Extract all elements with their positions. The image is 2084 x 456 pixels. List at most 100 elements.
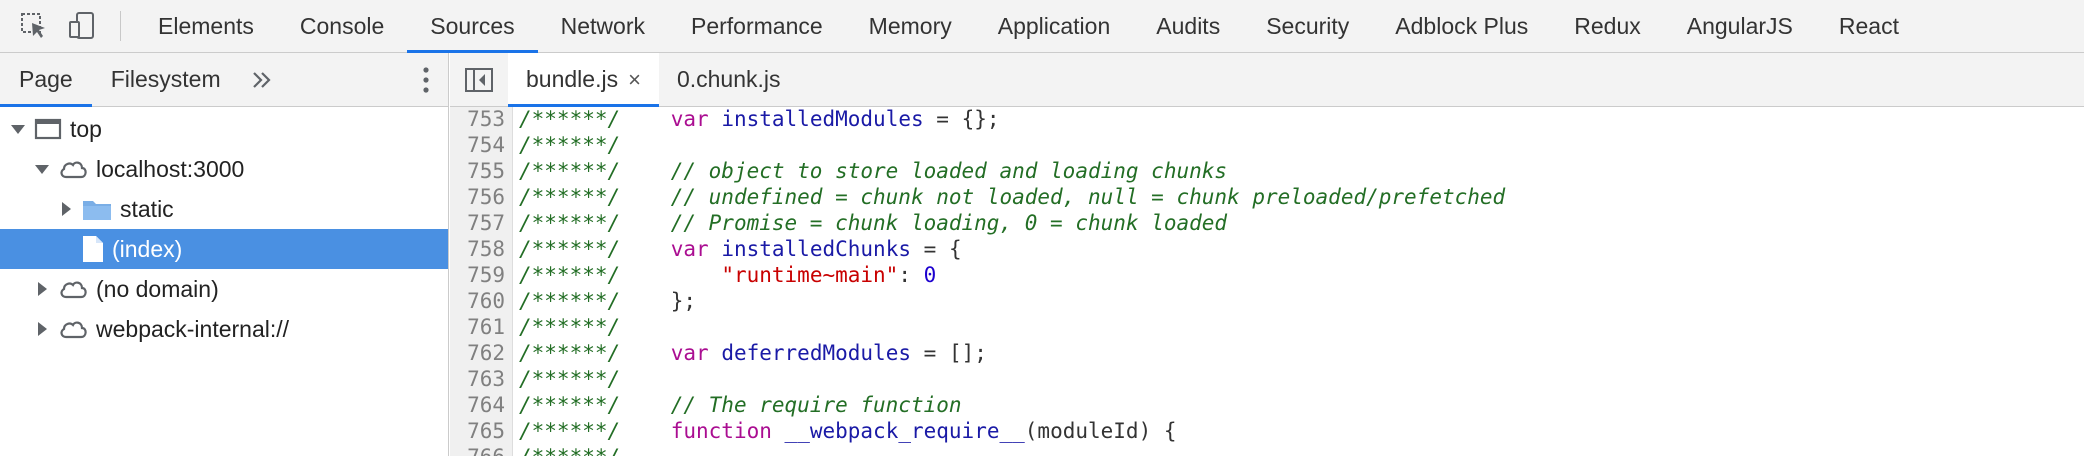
line-number[interactable]: 758 <box>467 237 505 261</box>
tree-item-label: static <box>120 195 174 222</box>
code-text: // The require function <box>670 393 962 417</box>
code-prefix-comment: /******/ <box>519 393 621 417</box>
code-line: 764 /******/ // The require function <box>450 392 962 418</box>
tree-item-webpack-internal[interactable]: webpack-internal:// <box>0 309 448 349</box>
tab-sources[interactable]: Sources <box>407 0 539 53</box>
code-prefix-comment: /******/ <box>519 211 621 235</box>
tab-angularjs[interactable]: AngularJS <box>1686 12 1793 39</box>
tree-item-label: localhost:3000 <box>96 155 245 182</box>
tab-0-chunk-js[interactable]: 0.chunk.js <box>658 53 799 106</box>
code-prefix-comment: /******/ <box>519 315 621 339</box>
frame-icon <box>34 117 62 141</box>
tree-item-no-domain[interactable]: (no domain) <box>0 269 448 309</box>
tab-security[interactable]: Security <box>1266 12 1350 39</box>
tree-item-label: (index) <box>112 235 183 262</box>
cloud-icon <box>58 158 88 180</box>
code-line: 766/******/ <box>450 444 620 456</box>
tree-item-top[interactable]: top <box>0 109 448 149</box>
line-number[interactable]: 753 <box>467 107 505 131</box>
line-number[interactable]: 759 <box>467 263 505 287</box>
line-number[interactable]: 765 <box>467 419 505 443</box>
line-number[interactable]: 754 <box>467 133 505 157</box>
expanded-arrow-icon[interactable] <box>10 121 26 137</box>
code-text: var installedChunks = { <box>670 237 962 261</box>
code-line: 756 /******/ // undefined = chunk not loa… <box>450 184 1505 210</box>
code-text: function __webpack_require__(moduleId) { <box>670 419 1177 443</box>
cloud-icon <box>58 278 88 300</box>
inspect-element-icon[interactable] <box>10 0 58 52</box>
line-number[interactable]: 764 <box>467 393 505 417</box>
code-text: "runtime~main": 0 <box>721 263 937 287</box>
sources-navigator: Page Filesystem top <box>0 53 449 456</box>
code-line: 760/******/ }; <box>450 288 696 314</box>
folder-icon <box>82 197 112 221</box>
tab-page[interactable]: Page <box>0 53 92 107</box>
code-line: 759 /******/ "runtime~main": 0 <box>450 262 936 288</box>
tree-item-index[interactable]: (index) <box>0 229 448 269</box>
code-line: 761 /******/ <box>450 314 620 340</box>
more-tabs-icon[interactable] <box>240 53 284 106</box>
tree-item-localhost[interactable]: localhost:3000 <box>0 149 448 189</box>
code-prefix-comment: /******/ <box>519 419 621 443</box>
code-line: 755/******/ // object to store loaded an… <box>450 158 1227 184</box>
code-text: var installedModules = {}; <box>670 107 1000 131</box>
tab-react[interactable]: React <box>1838 12 1899 39</box>
code-text: // Promise = chunk loading, 0 = chunk lo… <box>670 211 1228 235</box>
code-prefix-comment: /******/ <box>519 263 621 287</box>
tree-item-label: top <box>70 115 102 142</box>
line-number[interactable]: 763 <box>467 367 505 391</box>
tab-audits[interactable]: Audits <box>1156 12 1221 39</box>
tab-label: bundle.js <box>526 66 619 92</box>
close-icon[interactable]: × <box>628 66 641 92</box>
line-number[interactable]: 760 <box>467 289 505 313</box>
line-number[interactable]: 766 <box>450 445 507 456</box>
collapsed-arrow-icon[interactable] <box>58 201 74 217</box>
line-number-gutter <box>450 107 513 456</box>
code-line: 753/******/ var installedModules = {}; <box>450 107 1000 132</box>
code-area[interactable]: 753/******/ var installedModules = {};75… <box>450 107 2084 456</box>
line-number[interactable]: 756 <box>467 185 505 209</box>
toggle-navigator-icon[interactable] <box>450 53 508 106</box>
code-line: 763 /******/ <box>450 366 620 392</box>
tree-item-label: (no domain) <box>96 275 219 302</box>
code-prefix-comment: /******/ <box>519 289 621 313</box>
code-prefix-comment: /******/ <box>507 445 620 456</box>
code-prefix-comment: /******/ <box>519 185 621 209</box>
code-text: // object to store loaded and loading ch… <box>670 159 1228 183</box>
code-prefix-comment: /******/ <box>519 133 621 157</box>
code-line: 762/******/ var deferredModules = []; <box>450 340 987 366</box>
navigator-tabs: Page Filesystem <box>0 53 448 107</box>
tab-performance[interactable]: Performance <box>691 12 823 39</box>
tab-redux[interactable]: Redux <box>1574 12 1641 39</box>
device-toolbar-icon[interactable] <box>58 0 106 52</box>
collapsed-arrow-icon[interactable] <box>34 321 50 337</box>
line-number[interactable]: 755 <box>467 159 505 183</box>
line-number[interactable]: 757 <box>467 211 505 235</box>
tab-memory[interactable]: Memory <box>868 12 952 39</box>
line-number[interactable]: 762 <box>467 341 505 365</box>
tab-console[interactable]: Console <box>299 12 385 39</box>
file-icon <box>82 235 104 263</box>
tree-item-static[interactable]: static <box>0 189 448 229</box>
collapsed-arrow-icon[interactable] <box>34 281 50 297</box>
code-prefix-comment: /******/ <box>519 237 621 261</box>
source-editor: bundle.js × 0.chunk.js 753/******/ var i… <box>450 53 2084 456</box>
code-line: 765 /******/ function __webpack_require__… <box>450 418 1177 444</box>
toolbar-divider <box>120 11 121 41</box>
tab-adblock-plus[interactable]: Adblock Plus <box>1395 12 1529 39</box>
code-line: 758 /******/ var installedChunks = { <box>450 236 962 262</box>
tab-filesystem[interactable]: Filesystem <box>110 66 221 92</box>
tab-network[interactable]: Network <box>560 12 645 39</box>
tab-label: 0.chunk.js <box>676 66 781 92</box>
code-text: var deferredModules = []; <box>670 341 987 365</box>
code-text: // undefined = chunk not loaded, null = … <box>670 185 1506 209</box>
tab-bundle-js[interactable]: bundle.js × <box>508 53 659 107</box>
tab-elements[interactable]: Elements <box>158 12 254 39</box>
more-options-icon[interactable] <box>422 66 430 94</box>
expanded-arrow-icon[interactable] <box>34 161 50 177</box>
code-prefix-comment: /******/ <box>519 367 621 391</box>
line-number[interactable]: 761 <box>467 315 505 339</box>
cloud-icon <box>58 318 88 340</box>
code-line: 754 /******/ <box>450 132 620 158</box>
tab-application[interactable]: Application <box>997 12 1111 39</box>
